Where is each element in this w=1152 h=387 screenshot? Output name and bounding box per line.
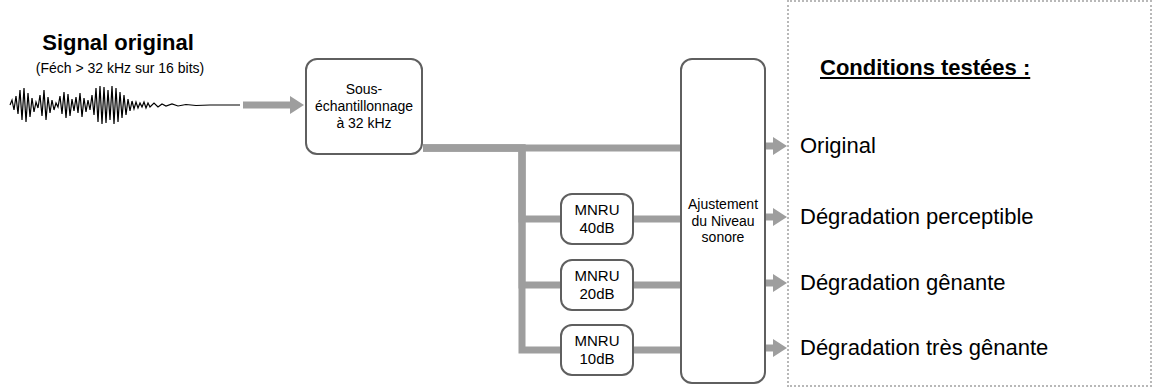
signal-line — [634, 282, 680, 289]
condition-label: Original — [800, 131, 1150, 161]
signal-line — [634, 347, 680, 354]
process-box: MNRU 10dB — [560, 324, 634, 376]
box-label: MNRU 20dB — [568, 267, 626, 303]
condition-label: Dégradation très gênante — [800, 333, 1150, 363]
signal-arrow — [766, 214, 773, 221]
waveform — [10, 86, 240, 124]
input-caption: (Féch > 32 kHz sur 16 bits) — [0, 60, 240, 76]
process-box: MNRU 40dB — [560, 193, 634, 245]
signal-arrow — [766, 345, 773, 352]
process-box: Sous-échantillonnage à 32 kHz — [305, 58, 423, 155]
condition-label: Dégradation gênante — [800, 268, 1150, 298]
signal-line — [423, 148, 560, 285]
input-arrow — [243, 102, 290, 109]
box-label: Ajustement du Niveau sonore — [688, 196, 758, 246]
box-label: MNRU 40dB — [568, 201, 626, 237]
process-box: Ajustement du Niveau sonore — [680, 58, 766, 384]
condition-label: Dégradation perceptible — [800, 202, 1150, 232]
box-label: Sous-échantillonnage à 32 kHz — [313, 81, 415, 131]
signal-line — [423, 148, 560, 219]
input-title: Signal original — [18, 30, 218, 56]
signal-line — [634, 216, 680, 223]
box-label: MNRU 10dB — [568, 332, 626, 368]
process-box: MNRU 20dB — [560, 259, 634, 311]
signal-line — [423, 148, 560, 350]
conditions-panel: Conditions testées : OriginalDégradation … — [787, 0, 1152, 387]
signal-arrow — [766, 143, 773, 150]
panel-heading: Conditions testées : — [820, 53, 1150, 83]
signal-arrow — [766, 280, 773, 287]
